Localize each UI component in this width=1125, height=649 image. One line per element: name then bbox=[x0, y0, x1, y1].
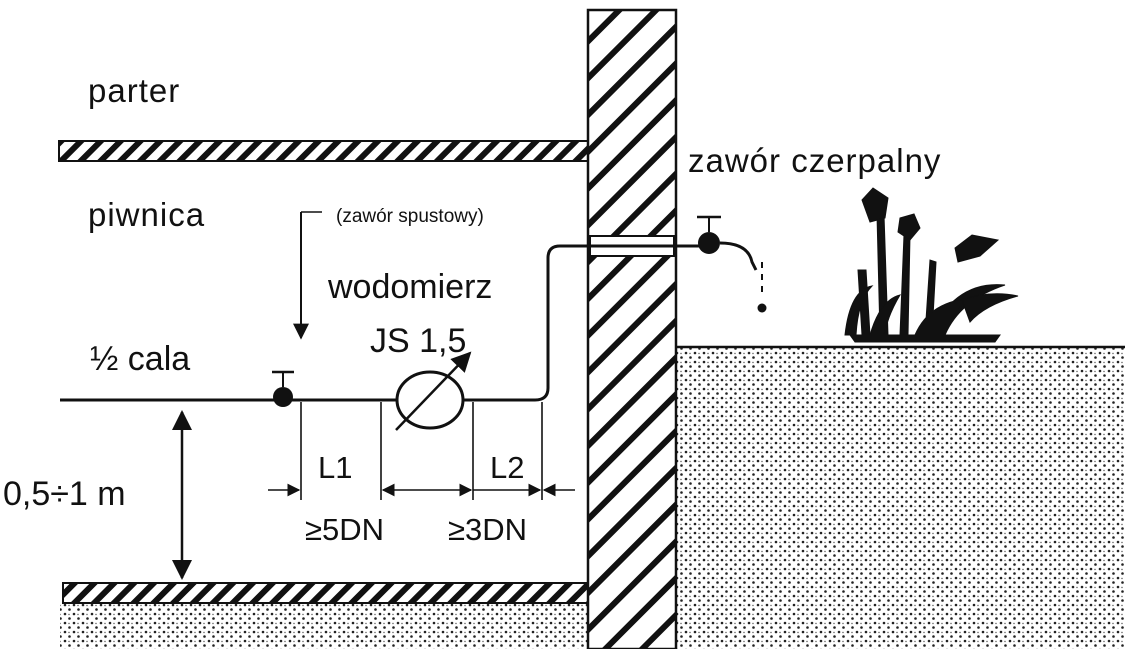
ground-floor-slab bbox=[58, 140, 615, 162]
basement-soil bbox=[60, 602, 600, 649]
water-meter-label: wodomierz bbox=[327, 268, 492, 306]
l2-label: L2 bbox=[490, 450, 524, 485]
l1-label: L1 bbox=[318, 450, 352, 485]
upper-floor-label: parter bbox=[88, 72, 180, 109]
supply-pipe bbox=[60, 244, 700, 402]
dimension-lines bbox=[268, 402, 575, 500]
outdoor-tap bbox=[697, 215, 767, 313]
plant-illustration bbox=[844, 187, 1019, 343]
basement-floor-slab bbox=[62, 582, 619, 604]
basement-label: piwnica bbox=[88, 196, 205, 233]
drain-valve bbox=[272, 370, 294, 407]
exterior-wall bbox=[586, 8, 678, 649]
outdoor-tap-label: zawór czerpalny bbox=[688, 142, 941, 179]
meter-size-label: JS 1,5 bbox=[370, 322, 466, 360]
drain-valve-label: (zawór spustowy) bbox=[336, 206, 484, 227]
l2-rule-label: ≥3DN bbox=[448, 512, 527, 547]
l1-rule-label: ≥5DN bbox=[305, 512, 384, 547]
ground-soil bbox=[676, 347, 1125, 649]
water-meter-symbol bbox=[395, 351, 472, 431]
height-label: 0,5÷1 m bbox=[3, 475, 126, 513]
pipe-size-label: ½ cala bbox=[90, 340, 190, 378]
